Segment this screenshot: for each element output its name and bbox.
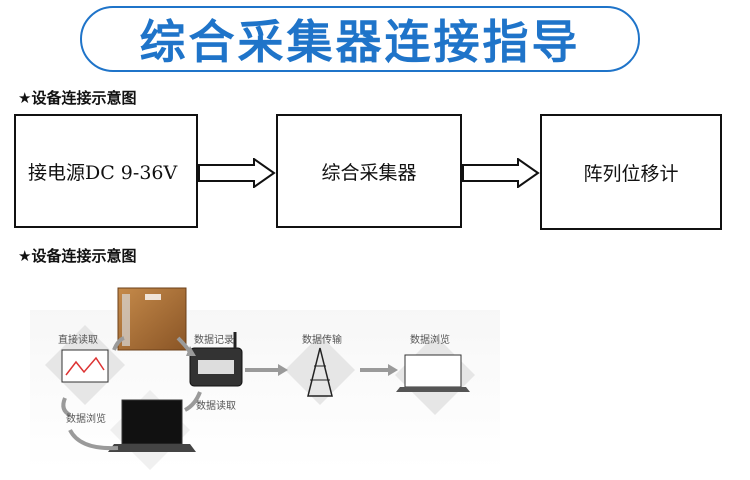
browse-right-diamond (395, 335, 475, 415)
data-read-label: 数据读取 (196, 399, 236, 412)
tower-diamond (285, 335, 355, 405)
connection-diagram: 直接读取 数据记录 数据传输 数据浏览 数据读取 数据浏览 (30, 287, 500, 470)
title-banner: 综合采集器连接指导 (80, 6, 640, 72)
section-label-1: ★设备连接示意图 (18, 89, 137, 107)
page-title: 综合采集器连接指导 (139, 15, 581, 69)
sensor-box: 阵列位移计 (540, 114, 722, 230)
sensor-label: 阵列位移计 (583, 162, 679, 185)
data-transfer-label: 数据传输 (302, 333, 342, 346)
arrow-right-icon (462, 158, 540, 188)
collector-label: 综合采集器 (321, 161, 417, 184)
arrow-heads (186, 346, 398, 376)
data-logger-icon (189, 332, 243, 387)
section-label-2: ★设备连接示意图 (18, 247, 137, 265)
arrow-right-icon (198, 158, 276, 188)
data-browse-right-label: 数据浏览 (410, 333, 450, 346)
power-supply-label: 接电源DC 9-36V (28, 161, 178, 184)
data-record-label: 数据记录 (194, 333, 234, 346)
power-supply-box: 接电源DC 9-36V (14, 114, 198, 228)
cabinet-icon (117, 287, 187, 351)
direct-read-diamond (45, 325, 125, 405)
direct-read-label: 直接读取 (58, 333, 98, 346)
laptop-icon (108, 390, 196, 470)
collector-box: 综合采集器 (276, 114, 462, 228)
data-browse-left-label: 数据浏览 (66, 412, 106, 425)
